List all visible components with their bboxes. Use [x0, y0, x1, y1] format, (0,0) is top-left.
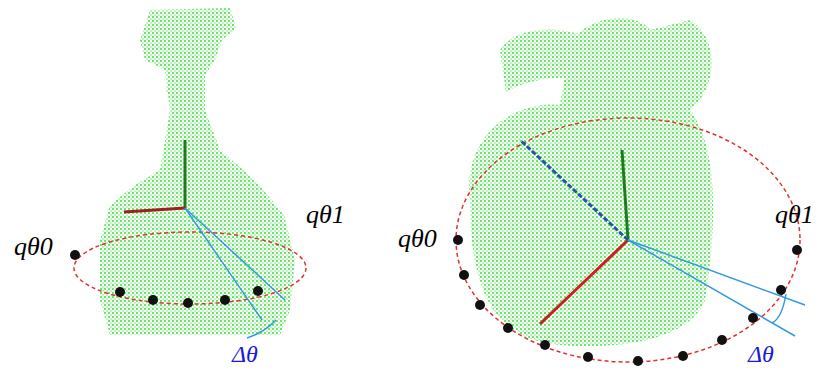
- viewpoint-dots: [70, 250, 263, 308]
- view-ray: [185, 208, 262, 320]
- heart-cloud: [469, 18, 713, 346]
- axis-x: [540, 240, 628, 324]
- view-ray: [628, 240, 795, 336]
- viewpoint-label: qθ0: [14, 234, 53, 260]
- angle-label: Δθ: [748, 342, 774, 366]
- view-ray: [185, 208, 285, 300]
- angle-label: Δθ: [232, 342, 258, 366]
- axis-z: [520, 140, 628, 240]
- axis-y: [622, 150, 628, 240]
- bottle-trigger: [165, 45, 194, 94]
- viewpoint-label: qθ1: [775, 202, 814, 228]
- viewpoint-label: qθ0: [398, 226, 437, 252]
- viewpoint-label: qθ1: [306, 202, 345, 228]
- angle-arc: [247, 320, 276, 338]
- axis-y: [184, 140, 187, 208]
- bottle-cloud: [100, 8, 295, 335]
- axis-x: [124, 208, 185, 212]
- angle-arc: [772, 294, 786, 323]
- view-circle: [74, 232, 306, 304]
- viewpoint-dots: [453, 235, 802, 366]
- view-ray: [628, 240, 805, 305]
